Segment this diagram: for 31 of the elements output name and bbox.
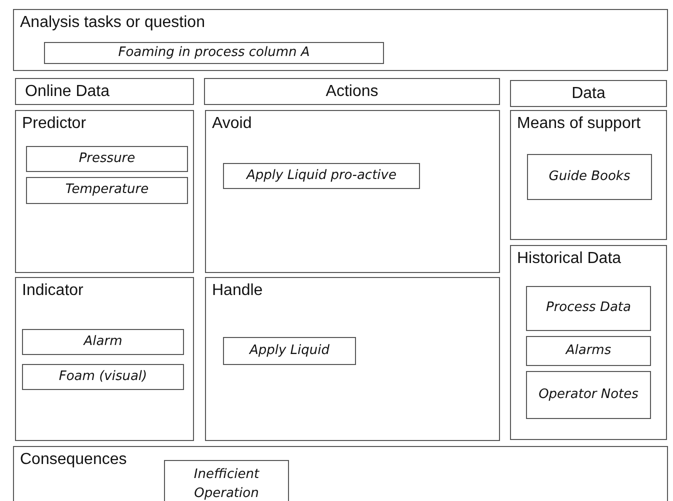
panel-heading: Consequences — [20, 451, 127, 469]
item-box: Foam (visual) — [22, 364, 184, 390]
item-box: Inefficient Operation — [164, 460, 289, 501]
header-box: Data — [510, 80, 667, 107]
panel — [510, 245, 667, 440]
header-box: Online Data — [15, 78, 194, 105]
item-box: Apply Liquid — [223, 337, 356, 365]
panel — [13, 9, 668, 71]
item-box: Pressure — [26, 146, 188, 172]
panel-heading: Analysis tasks or question — [20, 14, 205, 32]
panel — [15, 277, 194, 441]
panel-heading: Avoid — [212, 115, 252, 133]
panel — [510, 110, 667, 240]
item-box: Alarms — [526, 336, 651, 366]
item-box: Guide Books — [527, 154, 652, 200]
panel-heading: Means of support — [517, 115, 641, 133]
item-box: Alarm — [22, 329, 184, 355]
header-box: Actions — [204, 78, 500, 105]
panel-heading: Historical Data — [517, 250, 622, 268]
panel — [15, 110, 194, 273]
panel — [205, 110, 500, 273]
panel — [205, 277, 500, 441]
panel — [13, 446, 668, 501]
item-box: Temperature — [26, 177, 188, 204]
item-box: Foaming in process column A — [44, 42, 384, 64]
panel-heading: Predictor — [22, 115, 86, 133]
item-box: Operator Notes — [526, 371, 651, 419]
panel-heading: Handle — [212, 282, 263, 300]
item-box: Apply Liquid pro-active — [223, 163, 420, 189]
panel-heading: Indicator — [22, 282, 84, 300]
item-box: Process Data — [526, 286, 651, 331]
